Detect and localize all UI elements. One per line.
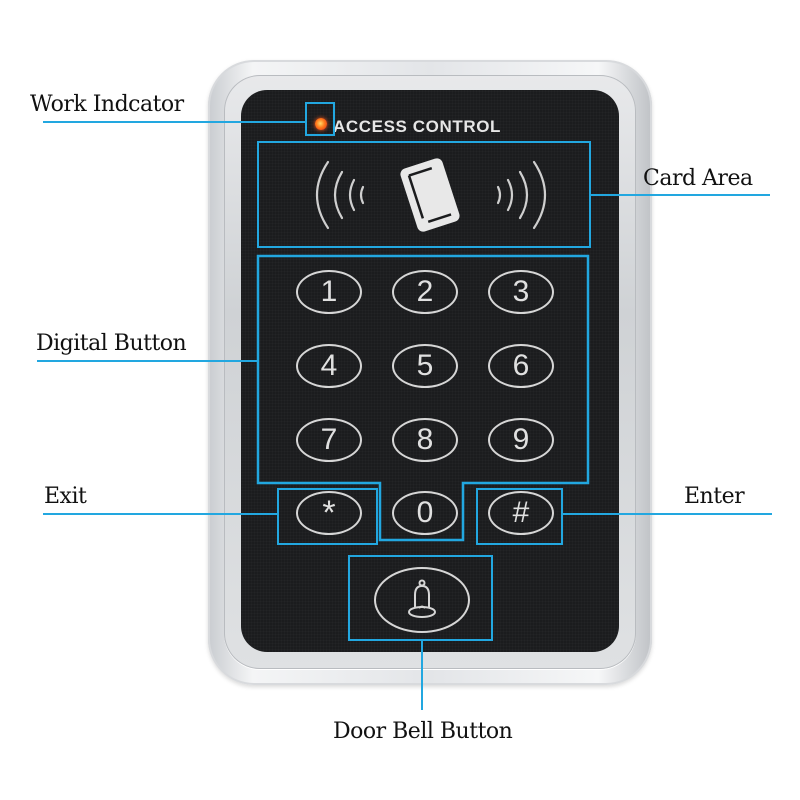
key-1[interactable]: 1: [296, 270, 362, 314]
card-area-box: [257, 141, 591, 248]
digital-button-box: [256, 254, 590, 542]
enter-label: Enter: [684, 484, 745, 509]
key-5[interactable]: 5: [392, 344, 458, 388]
work-indicator-label: Work Indcator: [30, 92, 184, 117]
exit-line: [43, 513, 278, 515]
digital-button-line: [37, 360, 257, 362]
door-bell-key[interactable]: [374, 567, 470, 633]
key-9[interactable]: 9: [488, 418, 554, 462]
work-indicator-box: [305, 102, 335, 136]
work-indicator-led: [315, 118, 327, 130]
rfid-card-icon: [316, 158, 546, 232]
key-0[interactable]: 0: [392, 491, 458, 535]
door-bell-line: [421, 640, 423, 710]
key-3[interactable]: 3: [488, 270, 554, 314]
door-bell-box: [348, 555, 493, 641]
exit-label: Exit: [44, 484, 87, 509]
exit-box: [277, 488, 378, 545]
device-title: ACCESS CONTROL: [333, 117, 502, 136]
key-7[interactable]: 7: [296, 418, 362, 462]
card-area-line: [590, 194, 770, 196]
key-4[interactable]: 4: [296, 344, 362, 388]
bell-icon: [408, 579, 436, 618]
key-hash-enter[interactable]: #: [488, 491, 554, 535]
enter-box: [476, 488, 563, 545]
key-8[interactable]: 8: [392, 418, 458, 462]
key-6[interactable]: 6: [488, 344, 554, 388]
digital-button-label: Digital Button: [36, 331, 187, 356]
enter-line: [562, 513, 772, 515]
card-area-label: Card Area: [643, 166, 753, 191]
door-bell-button-label: Door Bell Button: [333, 719, 513, 744]
work-indicator-line: [43, 121, 306, 123]
key-2[interactable]: 2: [392, 270, 458, 314]
key-star-exit[interactable]: *: [296, 491, 362, 535]
